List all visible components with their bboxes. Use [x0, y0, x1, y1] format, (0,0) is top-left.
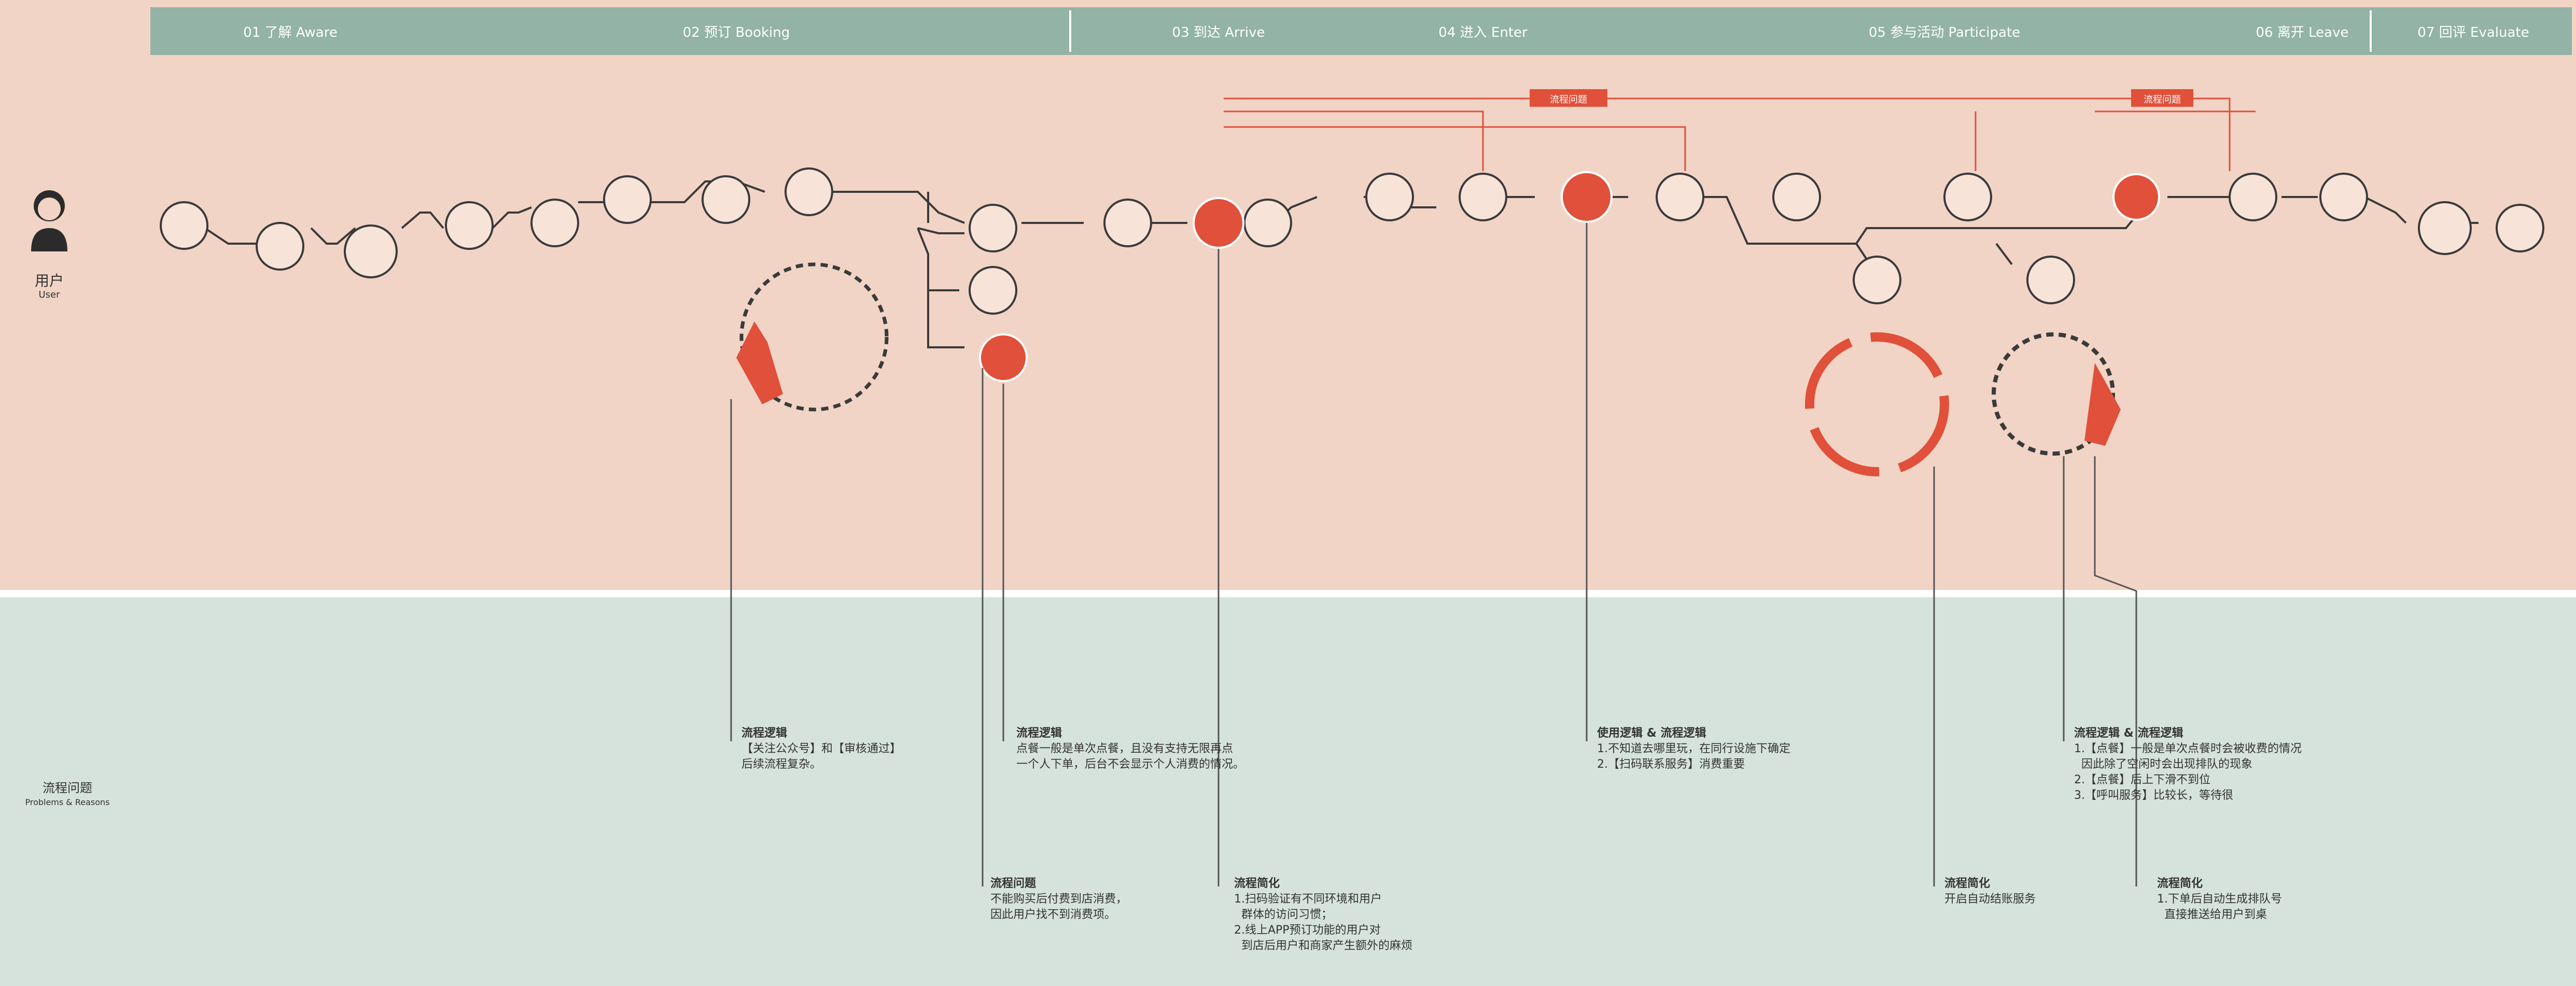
annotation-line: 群体的访问习惯； [1234, 908, 1333, 921]
annotation-line: 点餐一般是单次点餐，且没有支持无限再点 [1016, 742, 1234, 755]
row-label-cn: 流程问题 [43, 781, 92, 795]
annotation-title: 使用逻辑 & 流程逻辑 [1597, 727, 1706, 740]
annotation-8: 流程简化 1.下单后自动生成排队号 直接推送给用户到桌 [2157, 876, 2282, 923]
pain-point-node [1193, 197, 1244, 249]
pain-point-node [1561, 171, 1613, 223]
stage-booking: 02 预订 Booking [682, 24, 790, 40]
annotation-title: 流程逻辑 [741, 727, 788, 740]
node-step [256, 222, 304, 271]
stage-leave: 06 离开 Leave [2256, 24, 2349, 40]
annotation-6: 流程简化 开启自动结账服务 [1944, 876, 2036, 907]
annotation-1: 流程逻辑 【关注公众号】和【审核通过】 后续流程复杂。 [741, 726, 901, 772]
journey-nodes [160, 167, 2544, 315]
annotation-line: 1.扫码验证有不同环境和用户 [1234, 893, 1382, 906]
pain-point-node [979, 333, 1028, 382]
stage-aware: 01 了解 Aware [243, 24, 338, 40]
annotation-line: 一个人下单，后台不会显示个人消费的情况。 [1016, 758, 1245, 771]
annotation-5: 使用逻辑 & 流程逻辑 1.不知道去哪里玩，在同行设施下确定 2.【扫码联系服务… [1597, 726, 1790, 772]
stage-participate: 05 参与活动 Participate [1868, 24, 2021, 40]
annotation-line: 1.【点餐】一般是单次点餐时会被收费的情况 [2074, 742, 2302, 755]
feedback-tags: 流程问题 流程问题 [1530, 89, 2193, 107]
feedback-tag-1: 流程问题 [1550, 94, 1587, 105]
node-step [1365, 173, 1414, 221]
node-step [445, 201, 494, 250]
node-step [1243, 199, 1292, 247]
stage-separator [2370, 10, 2372, 52]
annotation-2: 流程逻辑 点餐一般是单次点餐，且没有支持无限再点 一个人下单，后台不会显示个人消… [1016, 726, 1244, 772]
node-step [603, 175, 652, 224]
annotation-line: 2.【点餐】后上下滑不到位 [2074, 773, 2210, 786]
stage-bar [150, 7, 2572, 55]
annotation-line: 直接推送给用户到桌 [2157, 908, 2267, 921]
annotation-line: 1.不知道去哪里玩，在同行设施下确定 [1597, 742, 1790, 755]
node-step [344, 224, 398, 278]
stage-evaluate: 07 回评 Evaluate [2417, 24, 2529, 40]
annotation-title: 流程逻辑 & 流程逻辑 [2074, 727, 2183, 740]
pain-point-node [2112, 173, 2160, 221]
user-label-en: User [38, 289, 60, 300]
annotation-4: 流程简化 1.扫码验证有不同环境和用户 群体的访问习惯； 2.线上APP预订功能… [1234, 876, 1412, 954]
node-step [969, 266, 1017, 315]
annotation-7: 流程逻辑 & 流程逻辑 1.【点餐】一般是单次点餐时会被收费的情况 因此除了空闲… [2074, 726, 2302, 804]
feedback-arrows [1224, 97, 2256, 171]
node-step [785, 167, 833, 216]
node-step [2319, 173, 2368, 221]
loop-cycle-2 [1805, 332, 1949, 476]
annotation-title: 流程简化 [2157, 877, 2203, 890]
annotation-line: 到店后用户和商家产生额外的麻烦 [1234, 939, 1412, 952]
node-step [969, 204, 1017, 252]
node-step [1656, 173, 1704, 221]
node-step [1103, 199, 1152, 247]
row-label-en: Problems & Reasons [25, 797, 110, 807]
feedback-tag-2: 流程问题 [2144, 94, 2181, 105]
annotation-line: 不能购买后付费到店消费， [990, 893, 1128, 906]
annotation-line: 【关注公众号】和【审核通过】 [741, 742, 902, 755]
annotation-3: 流程问题 不能购买后付费到店消费， 因此用户找不到消费项。 [990, 876, 1127, 923]
annotation-line: 1.下单后自动生成排队号 [2157, 893, 2282, 906]
user-avatar [21, 184, 78, 262]
annotation-title: 流程简化 [1234, 877, 1280, 890]
node-step [702, 175, 750, 224]
stage-separator [1069, 10, 1071, 52]
problems-band [0, 597, 2576, 986]
annotation-title: 流程逻辑 [1016, 727, 1062, 740]
annotation-line: 因此用户找不到消费项。 [990, 908, 1116, 921]
user-label-cn: 用户 [34, 272, 64, 289]
stage-arrive: 03 到达 Arrive [1172, 24, 1265, 40]
node-step [2229, 173, 2277, 221]
node-step [2496, 204, 2544, 252]
node-step [1853, 256, 1901, 304]
annotation-title: 流程问题 [990, 877, 1037, 890]
band-divider [0, 590, 2576, 597]
node-step [160, 201, 208, 250]
annotation-line: 因此除了空闲时会出现排队的现象 [2074, 758, 2252, 771]
loop-cycle-3 [1992, 332, 2121, 456]
node-step [2418, 201, 2472, 255]
node-step [1943, 173, 1992, 221]
node-step [1459, 173, 1507, 221]
pain-point-nodes [979, 171, 2160, 382]
loop-cycle-1 [736, 262, 889, 412]
annotation-line: 3.【呼叫服务】比较长，等待很 [2074, 789, 2233, 802]
annotation-line: 2.【扫码联系服务】消费重要 [1597, 758, 1745, 771]
annotation-line: 2.线上APP预订功能的用户对 [1234, 924, 1381, 937]
annotation-title: 流程简化 [1944, 877, 1991, 890]
node-step [530, 199, 579, 247]
annotation-line: 后续流程复杂。 [741, 758, 822, 771]
node-step [1772, 173, 1821, 221]
stage-enter: 04 进入 Enter [1438, 24, 1528, 40]
node-step [2026, 256, 2075, 304]
annotation-line: 开启自动结账服务 [1944, 893, 2036, 906]
annotation-leaders [730, 223, 2137, 886]
